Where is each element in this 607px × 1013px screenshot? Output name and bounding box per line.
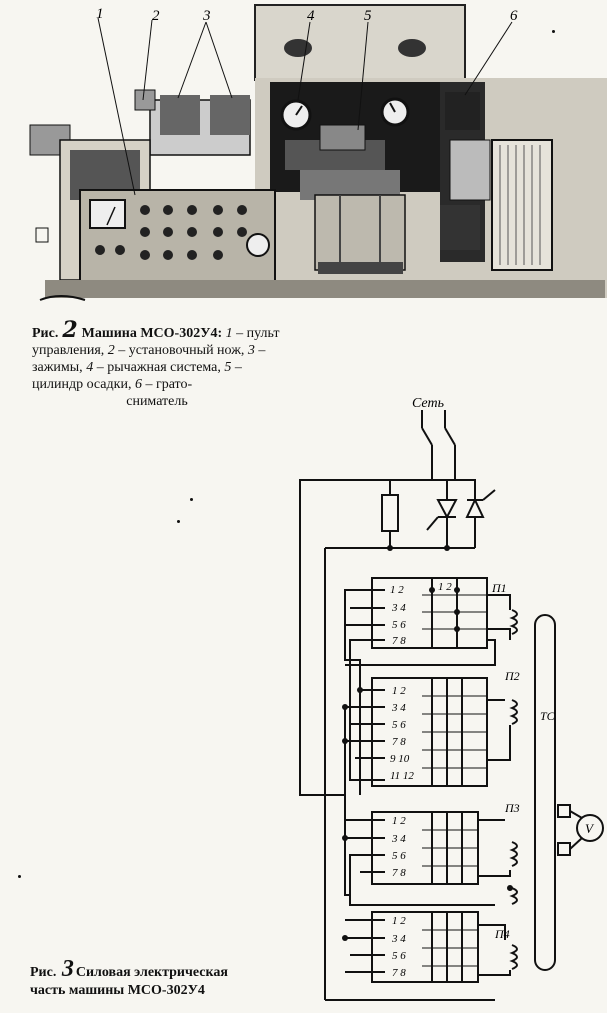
callout-2: 2	[152, 8, 160, 24]
figure2-number: 3	[61, 956, 74, 982]
pin-label: 5 6	[392, 719, 406, 731]
figure-caption-last-line: сниматель	[126, 394, 188, 409]
pin-label: 11 12	[390, 770, 414, 782]
callout-3: 3	[202, 8, 211, 24]
figure-number: 2	[62, 317, 78, 343]
callout-4: 4	[307, 8, 315, 24]
pin-label: 3 4	[391, 602, 406, 614]
pin-label: 1 2	[392, 815, 406, 827]
figure2-line2: часть машины МСО-302У4	[30, 983, 205, 998]
callout-1: 1	[96, 6, 104, 22]
network-label: Сеть	[412, 396, 444, 411]
figure2-prefix: Рис.	[30, 965, 57, 980]
voltmeter-label: V	[585, 821, 595, 836]
pin-label: 3 4	[391, 702, 406, 714]
switch-label-p1: П1	[491, 581, 507, 595]
machine-photo: 1 2 3 4 5 6	[0, 0, 607, 312]
pin-label: 1 2	[390, 584, 404, 596]
p1-extra-pins: 1 2	[438, 581, 452, 593]
pin-label: 1 2	[392, 685, 406, 697]
transformer-label: ТС	[540, 709, 556, 723]
pin-label: 5 6	[392, 850, 406, 862]
switch-label-p2: П2	[504, 669, 520, 683]
switch-label-p4: П4	[494, 927, 510, 941]
figure-title: Машина МСО-302У4:	[81, 326, 223, 341]
callout-6: 6	[510, 8, 518, 24]
pin-label: 7 8	[392, 736, 406, 748]
pin-label: 1 2	[392, 915, 406, 927]
pin-label: 5 6	[392, 619, 406, 631]
figure2-line1: Силовая электрическая	[75, 965, 228, 980]
pin-label: 3 4	[391, 833, 406, 845]
pin-label: 3 4	[391, 933, 406, 945]
scan-speck	[552, 30, 555, 33]
electrical-schematic: Сеть П1 П2 П3 П4 ТС V 1 2 1 2 3 4 5 6 7 …	[299, 396, 604, 1001]
pin-label: 7 8	[392, 867, 406, 879]
switch-label-p3: П3	[504, 801, 520, 815]
pin-label: 9 10	[390, 753, 410, 765]
scan-speck	[177, 520, 180, 523]
pin-label: 7 8	[392, 967, 406, 979]
callout-5: 5	[364, 8, 372, 24]
pin-label: 5 6	[392, 950, 406, 962]
scan-speck	[190, 498, 193, 501]
scan-speck	[18, 875, 21, 878]
figure-prefix: Рис.	[32, 326, 59, 341]
pin-label: 7 8	[392, 635, 406, 647]
